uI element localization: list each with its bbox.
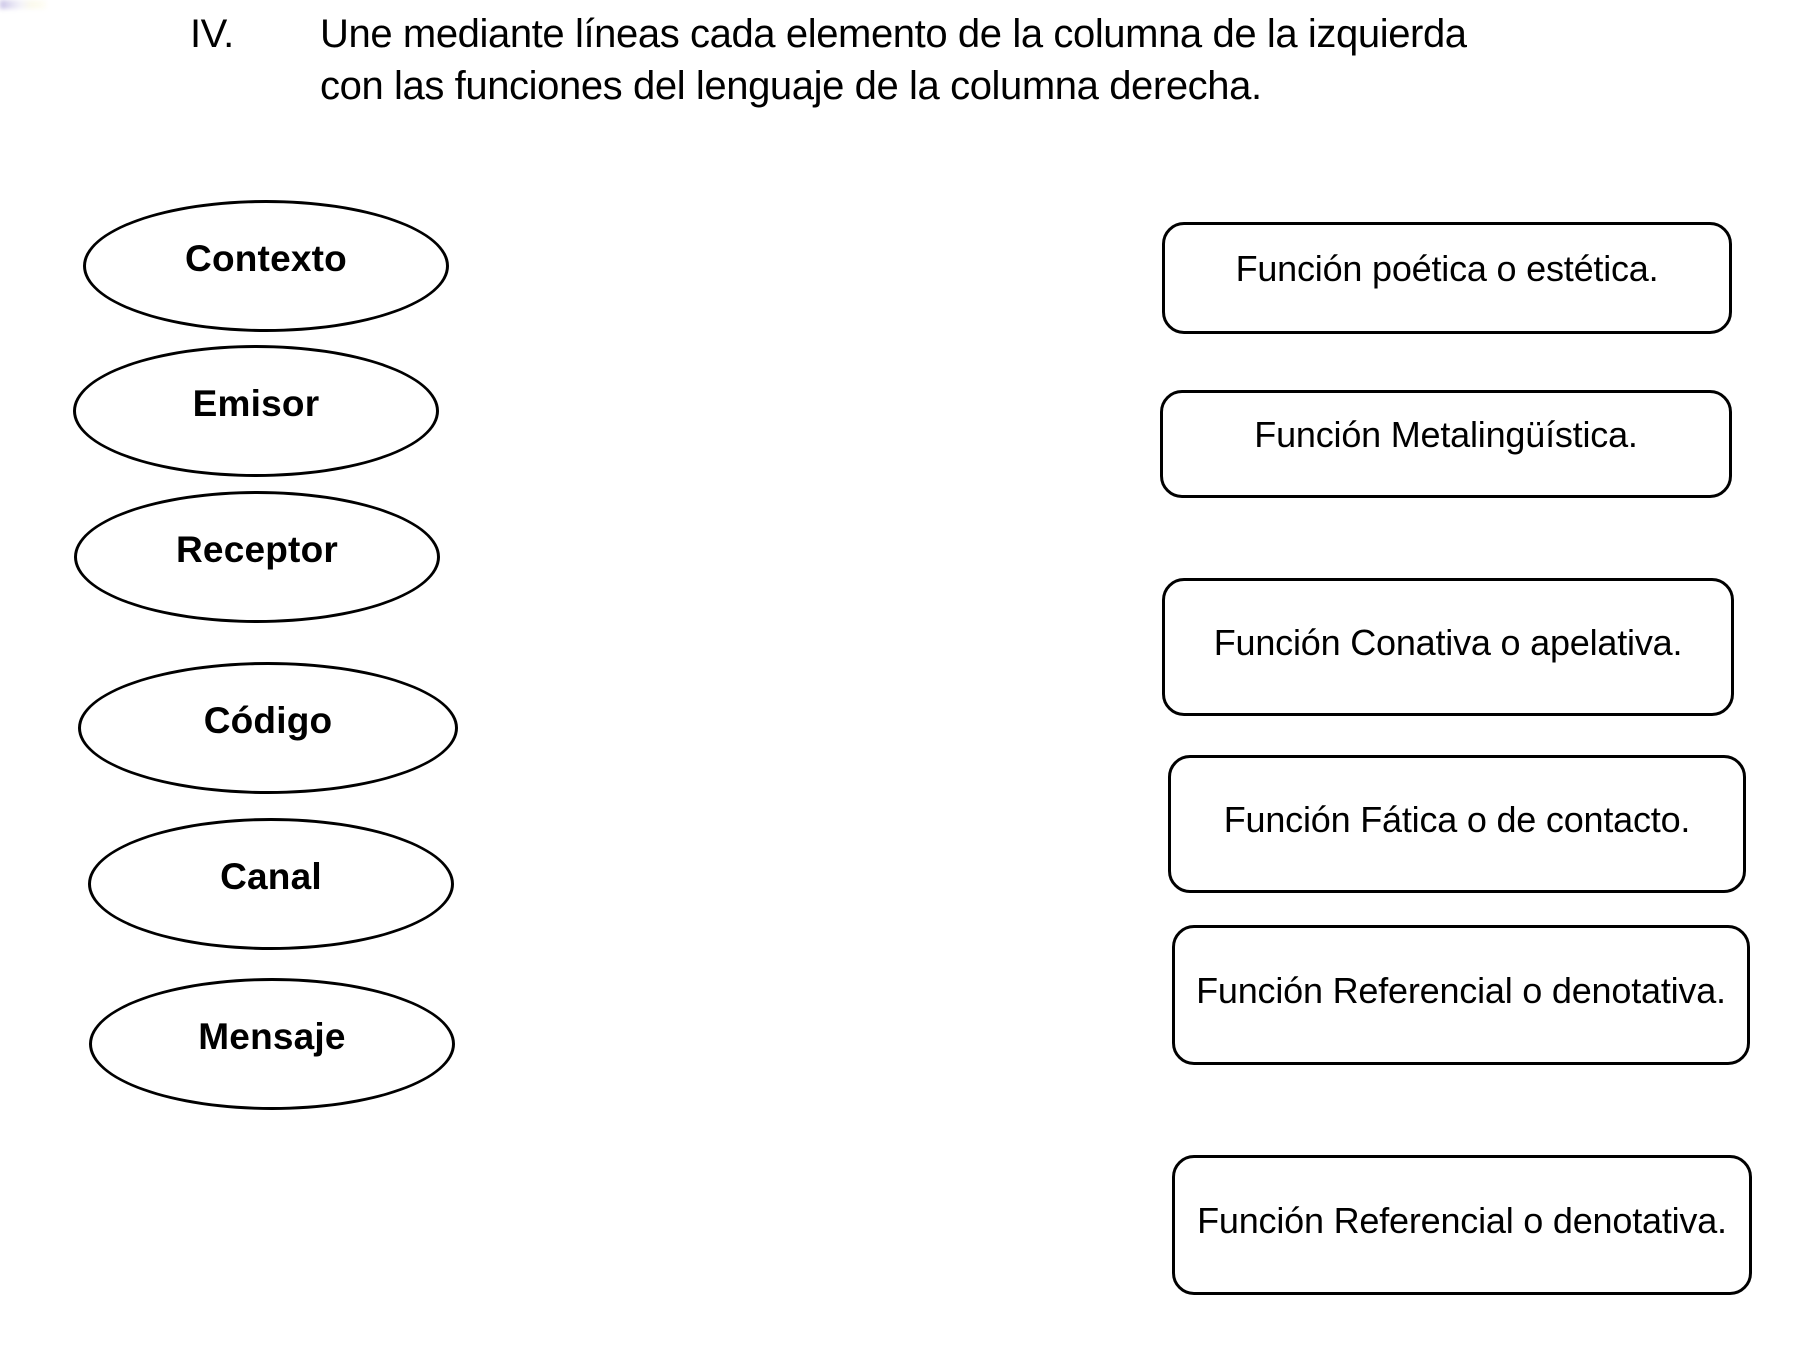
- instruction-line-1: Une mediante líneas cada elemento de la …: [320, 12, 1467, 56]
- function-box-conativa[interactable]: Función Conativa o apelativa.: [1162, 578, 1734, 716]
- ellipse-label: Canal: [220, 855, 322, 897]
- exercise-number: IV.: [190, 12, 234, 56]
- ellipse-label: Mensaje: [198, 1015, 346, 1057]
- function-box-label: Función Metalingüística.: [1254, 414, 1638, 455]
- ellipse-label: Emisor: [192, 382, 320, 424]
- ellipse-label: Código: [203, 699, 333, 741]
- function-box-label: Función Referencial o denotativa.: [1197, 1200, 1727, 1241]
- function-box-poetica[interactable]: Función poética o estética.: [1162, 222, 1732, 334]
- exercise-heading: IV. Une mediante líneas cada elemento de…: [190, 8, 1590, 112]
- ellipse-label: Contexto: [185, 237, 347, 279]
- function-box-label: Función Conativa o apelativa.: [1213, 622, 1683, 663]
- function-box-referencial-2[interactable]: Función Referencial o denotativa.: [1172, 1155, 1752, 1295]
- ellipse-label: Receptor: [176, 528, 338, 570]
- instruction-line-2: con las funciones del lenguaje de la col…: [320, 64, 1262, 108]
- ellipse-contexto[interactable]: Contexto: [83, 200, 449, 332]
- function-box-fatica[interactable]: Función Fática o de contacto.: [1168, 755, 1746, 893]
- function-box-metalinguistica[interactable]: Función Metalingüística.: [1160, 390, 1732, 498]
- ellipse-emisor[interactable]: Emisor: [73, 345, 439, 477]
- function-box-label: Función Referencial o denotativa.: [1196, 970, 1726, 1011]
- ellipse-receptor[interactable]: Receptor: [74, 491, 440, 623]
- exercise-instructions: Une mediante líneas cada elemento de la …: [320, 8, 1467, 112]
- scan-artifact: [0, 0, 46, 9]
- function-box-referencial-1[interactable]: Función Referencial o denotativa.: [1172, 925, 1750, 1065]
- ellipse-canal[interactable]: Canal: [88, 818, 454, 950]
- ellipse-mensaje[interactable]: Mensaje: [89, 978, 455, 1110]
- function-box-label: Función poética o estética.: [1235, 248, 1659, 289]
- ellipse-codigo[interactable]: Código: [78, 662, 458, 794]
- function-box-label: Función Fática o de contacto.: [1223, 799, 1691, 840]
